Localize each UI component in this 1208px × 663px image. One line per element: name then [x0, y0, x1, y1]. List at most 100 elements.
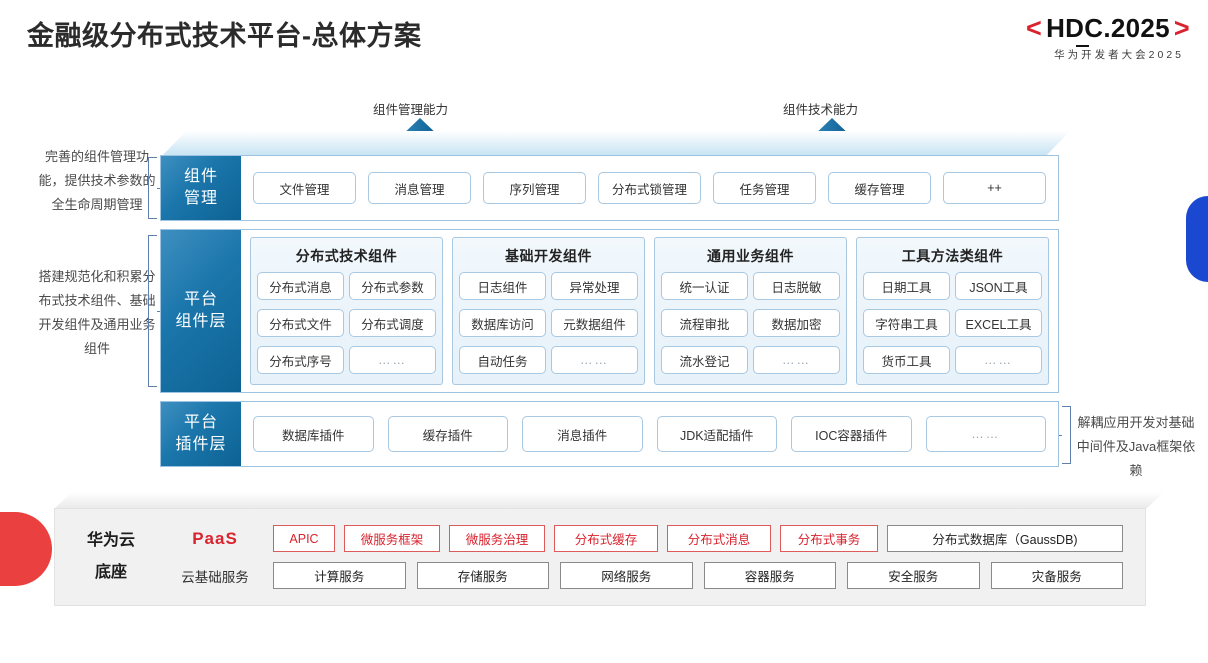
logo-right-bracket-icon: >: [1173, 13, 1190, 43]
plugin-chip-more[interactable]: ……: [925, 416, 1046, 452]
layer-label-line1: 平台: [183, 414, 218, 431]
chip-date-tool[interactable]: 日期工具: [863, 272, 950, 300]
hdc-logo-text: < HDC.2025 >: [940, 13, 1190, 47]
svc-chip-storage[interactable]: 存储服务: [416, 562, 549, 589]
chip-distributed-sequence[interactable]: 分布式序号: [257, 346, 344, 374]
chip-string-tool[interactable]: 字符串工具: [863, 309, 950, 337]
plugin-chip-message[interactable]: 消息插件: [522, 416, 643, 452]
paas-chip-apic[interactable]: APIC: [273, 525, 335, 552]
group-items: 统一认证 日志脱敏 流程审批 数据加密 流水登记 ……: [661, 272, 840, 378]
base-top-face: [54, 492, 1164, 509]
layer-label-line1: 平台: [183, 291, 218, 308]
paas-chip-microservice-governance[interactable]: 微服务治理: [449, 525, 545, 552]
svc-chip-security[interactable]: 安全服务: [847, 562, 980, 589]
page-title: 金融级分布式技术平台-总体方案: [27, 21, 422, 51]
chip-excel-tool[interactable]: EXCEL工具: [955, 309, 1042, 337]
layer-label-line2: 管理: [183, 190, 218, 207]
group-general-business: 通用业务组件 统一认证 日志脱敏 流程审批 数据加密 流水登记 ……: [654, 237, 847, 385]
chip-distributed-schedule[interactable]: 分布式调度: [349, 309, 436, 337]
paas-row: PaaS APIC 微服务框架 微服务治理 分布式缓存 分布式消息 分布式事务 …: [167, 525, 1123, 552]
platform-plugin-label: 平台 插件层: [161, 402, 241, 466]
chip-unified-auth[interactable]: 统一认证: [661, 272, 748, 300]
chip-distributed-param[interactable]: 分布式参数: [349, 272, 436, 300]
chip-log-component[interactable]: 日志组件: [459, 272, 546, 300]
svc-chip-disaster-recovery[interactable]: 灾备服务: [990, 562, 1123, 589]
component-management-items: 文件管理 消息管理 序列管理 分布式锁管理 任务管理 缓存管理 ++: [241, 156, 1058, 220]
chip-exception-handling[interactable]: 异常处理: [551, 272, 638, 300]
plugin-chip-jdk-adapter[interactable]: JDK适配插件: [656, 416, 777, 452]
paas-chip-microservice-framework[interactable]: 微服务框架: [344, 525, 440, 552]
platform-component-label: 平台 组件层: [161, 230, 241, 392]
chip-more-1[interactable]: ……: [349, 346, 436, 374]
mgmt-chip-distributed-lock[interactable]: 分布式锁管理: [598, 172, 701, 204]
svc-chip-compute[interactable]: 计算服务: [273, 562, 406, 589]
paas-chip-distributed-cache[interactable]: 分布式缓存: [554, 525, 658, 552]
side-note-management: 完善的组件管理功能，提供技术参数的全生命周期管理: [38, 149, 156, 212]
component-groups: 分布式技术组件 分布式消息 分布式参数 分布式文件 分布式调度 分布式序号 ………: [241, 230, 1058, 392]
mgmt-chip-more[interactable]: ++: [943, 172, 1046, 204]
chip-process-approval[interactable]: 流程审批: [661, 309, 748, 337]
mgmt-chip-sequence[interactable]: 序列管理: [483, 172, 586, 204]
chip-transaction-record[interactable]: 流水登记: [661, 346, 748, 374]
arrow-left-label: 组件管理能力: [373, 103, 449, 117]
mgmt-chip-message[interactable]: 消息管理: [368, 172, 471, 204]
chip-distributed-message[interactable]: 分布式消息: [257, 272, 344, 300]
paas-chip-distributed-message[interactable]: 分布式消息: [667, 525, 771, 552]
paas-items: APIC 微服务框架 微服务治理 分布式缓存 分布式消息 分布式事务 分布式数据…: [273, 525, 1123, 552]
paas-chip-distributed-transaction[interactable]: 分布式事务: [780, 525, 878, 552]
basic-services-label: 云基础服务: [181, 569, 249, 585]
side-note-plugins: 解耦应用开发对基础中间件及Java框架依赖: [1076, 415, 1196, 478]
arrow-right-label: 组件技术能力: [783, 103, 859, 117]
logo-left-bracket-icon: <: [1026, 13, 1043, 43]
group-distributed-tech: 分布式技术组件 分布式消息 分布式参数 分布式文件 分布式调度 分布式序号 ……: [250, 237, 443, 385]
bracket-plugins: [1056, 406, 1071, 464]
plugin-chip-ioc-container[interactable]: IOC容器插件: [791, 416, 912, 452]
group-title: 分布式技术组件: [295, 248, 398, 264]
huawei-cloud-base: 华为云 底座 PaaS APIC 微服务框架 微服务治理 分布式缓存 分布式消息…: [54, 508, 1146, 606]
group-title: 通用业务组件: [707, 248, 794, 264]
component-management-layer: 组件 管理 文件管理 消息管理 序列管理 分布式锁管理 任务管理 缓存管理 ++: [160, 155, 1059, 221]
platform-top-face: [160, 131, 1070, 158]
chip-metadata-component[interactable]: 元数据组件: [551, 309, 638, 337]
basic-services-items: 计算服务 存储服务 网络服务 容器服务 安全服务 灾备服务: [273, 562, 1123, 589]
layer-label-line1: 组件: [183, 168, 218, 185]
group-title: 基础开发组件: [505, 248, 592, 264]
chip-auto-task[interactable]: 自动任务: [459, 346, 546, 374]
group-title: 工具方法类组件: [901, 248, 1004, 264]
platform-component-layer: 平台 组件层 分布式技术组件 分布式消息 分布式参数 分布式文件 分布式调度 分…: [160, 229, 1059, 393]
mgmt-chip-file[interactable]: 文件管理: [253, 172, 356, 204]
side-note-components: 搭建规范化和积累分布式技术组件、基础开发组件及通用业务组件: [38, 269, 156, 356]
bracket-components: [148, 235, 163, 387]
layer-label-line2: 组件层: [175, 313, 227, 330]
mgmt-chip-task[interactable]: 任务管理: [713, 172, 816, 204]
bracket-management: [148, 157, 163, 219]
svc-chip-network[interactable]: 网络服务: [560, 562, 693, 589]
chip-data-encryption[interactable]: 数据加密: [753, 309, 840, 337]
logo-hdc-text: HDC: [1046, 13, 1104, 43]
base-title-line1: 华为云: [86, 532, 135, 549]
chip-log-masking[interactable]: 日志脱敏: [753, 272, 840, 300]
red-wedge-decoration: [0, 512, 52, 586]
base-rows: PaaS APIC 微服务框架 微服务治理 分布式缓存 分布式消息 分布式事务 …: [167, 525, 1145, 589]
logo-year-text: .2025: [1103, 13, 1170, 43]
logo-subtitle: 华为开发者大会2025: [1054, 49, 1184, 61]
plugin-chip-cache[interactable]: 缓存插件: [387, 416, 508, 452]
group-items: 日志组件 异常处理 数据库访问 元数据组件 自动任务 ……: [459, 272, 638, 378]
chip-distributed-file[interactable]: 分布式文件: [257, 309, 344, 337]
layer-label-line2: 插件层: [175, 436, 227, 453]
component-management-label: 组件 管理: [161, 156, 241, 220]
paas-label: PaaS: [192, 528, 238, 548]
mgmt-chip-cache[interactable]: 缓存管理: [828, 172, 931, 204]
chip-more-3[interactable]: ……: [753, 346, 840, 374]
chip-more-4[interactable]: ……: [955, 346, 1042, 374]
chip-more-2[interactable]: ……: [551, 346, 638, 374]
group-items: 分布式消息 分布式参数 分布式文件 分布式调度 分布式序号 ……: [257, 272, 436, 378]
svc-chip-container[interactable]: 容器服务: [703, 562, 836, 589]
plugin-chip-database[interactable]: 数据库插件: [253, 416, 374, 452]
paas-chip-distributed-database[interactable]: 分布式数据库（GaussDB): [887, 525, 1123, 552]
blue-semicircle-decoration: [1186, 196, 1208, 282]
chip-currency-tool[interactable]: 货币工具: [863, 346, 950, 374]
chip-json-tool[interactable]: JSON工具: [955, 272, 1042, 300]
chip-db-access[interactable]: 数据库访问: [459, 309, 546, 337]
